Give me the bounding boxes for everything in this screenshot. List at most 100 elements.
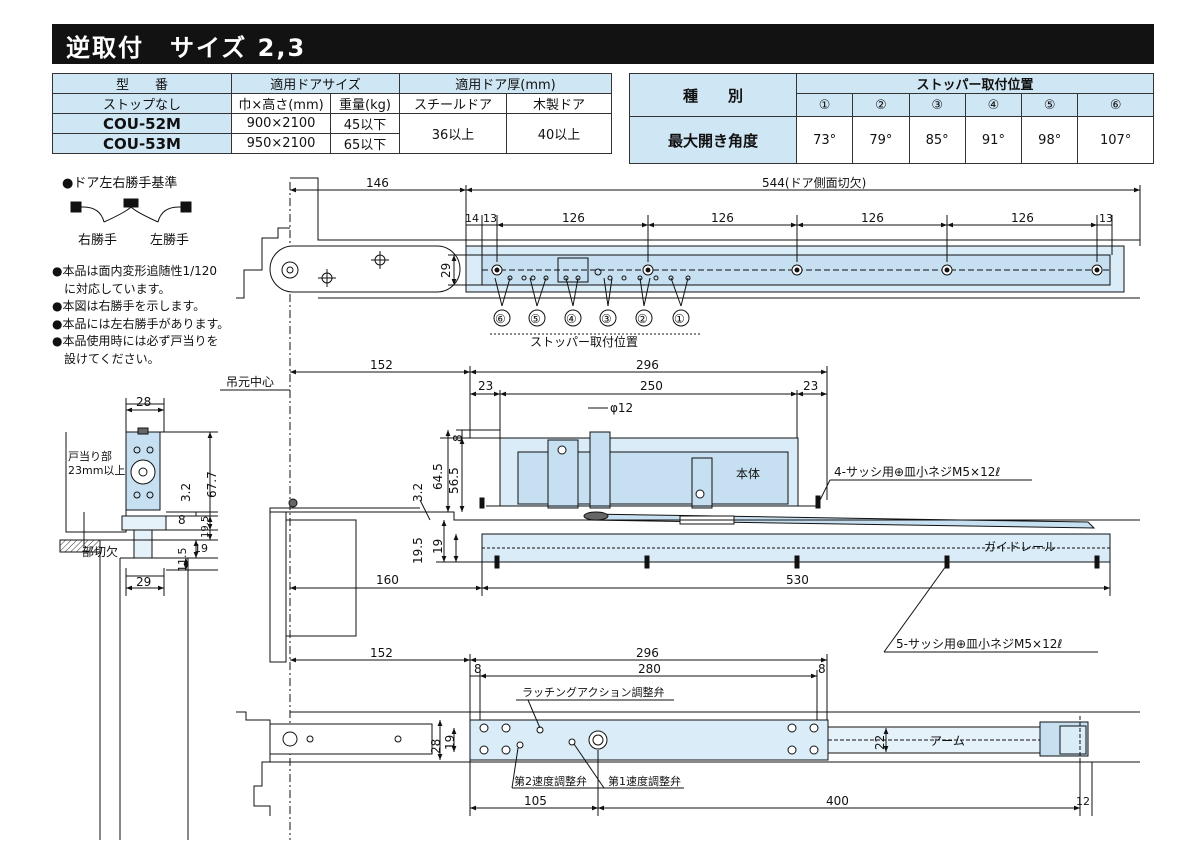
left-hand-label: 左勝手 [150,233,189,248]
speed1-valve-label: 第1速度調整弁 [608,774,681,788]
dim-8: 8 [474,662,482,676]
steel-cell: 36以上 [399,113,507,154]
angle-cell: 107° [1077,116,1154,164]
dim-19: 19 [443,735,457,750]
side-dim-8: 8 [178,513,186,527]
door-stop-label: 戸当り部 [68,449,112,463]
note-line: ●本品は面内変形追随性1/120 [52,264,218,278]
notes-block: ●本品は面内変形追随性1/120 に対応しています。 ●本図は右勝手を示します。… [52,263,229,368]
stopper-angle-table: 種 別 ストッパー取付位置 ① ② ③ ④ ⑤ ⑥ 最大開き角度 73° 79°… [629,73,1154,164]
body-label: 本体 [736,467,760,481]
th-steel: スチールドア [399,93,507,114]
dim-8: 8 [451,434,465,442]
max-angle-label: 最大開き角度 [629,116,797,164]
side-dim-67-7: 67.7 [205,471,219,498]
dim-296: 296 [636,358,659,372]
pos-cell: ⑤ [1021,93,1079,117]
dim-3-2: 3.2 [411,483,425,502]
dim-296: 296 [636,646,659,660]
dim-29: 29 [439,263,453,278]
note-line: に対応しています。 [52,281,171,296]
hand-title: ●ドア左右勝手基準 [62,176,178,191]
weight-cell: 65以下 [330,133,400,154]
side-dim-28: 28 [136,395,151,409]
stop-num: ③ [601,312,612,326]
dim-105: 105 [524,794,547,808]
dim-22: 22 [873,735,887,750]
stop-num: ⑤ [530,312,541,326]
side-dim-29: 29 [136,575,151,589]
hand-diagram [70,198,192,223]
stop-num: ① [674,312,685,326]
pos-cell: ③ [908,93,966,117]
pos-cell: ① [795,93,854,117]
angle-cell: 73° [795,116,854,164]
pos-cell: ⑥ [1077,93,1154,117]
th-door-size: 適用ドアサイズ [231,73,400,94]
dim-64-5: 64.5 [431,463,445,490]
model-cell: COU-52M [52,113,232,134]
th-stop: ストップなし [52,93,232,114]
dim-23: 23 [803,379,818,393]
angle-cell: 85° [908,116,966,164]
speed2-valve-label: 第2速度調整弁 [514,774,587,788]
side-dim-19: 19 [194,542,208,555]
dim-8: 8 [818,662,826,676]
dim-126: 126 [861,211,884,225]
wood-cell: 40以上 [506,113,612,154]
stop-num: ⑥ [495,312,506,326]
front-view [220,366,1140,663]
dim-126: 126 [562,211,585,225]
size-cell: 950×2100 [231,133,331,154]
guide-rail-label: ガイドレール [984,540,1056,554]
dim-250: 250 [640,379,663,393]
title-bar: 逆取付 サイズ 2,3 [52,24,1154,64]
pivot-label: 吊元中心 [226,374,274,389]
th-weight: 重量(kg) [330,93,400,114]
dim-12: 12 [1076,795,1090,808]
dim-530: 530 [786,573,809,587]
side-detail-view [59,398,218,840]
stop-num: ② [637,312,648,326]
pos-cell: ④ [964,93,1023,117]
top-view [236,177,1141,335]
screw5-label: 5-サッシ用⊕皿小ネジM5×12ℓ [896,637,1062,651]
note-line: ●本品使用時には必ず戸当りを [52,334,219,348]
side-dim-11-5: 11.5 [176,548,189,573]
dim-19: 19 [431,539,445,554]
dim-19-5: 19.5 [411,537,425,564]
side-dim-3-2: 3.2 [179,483,193,502]
dim-phi12: φ12 [610,401,633,415]
bottom-view [236,654,1140,816]
page-title: 逆取付 サイズ 2,3 [66,34,307,62]
note-line: ●本図は右勝手を示します。 [52,299,206,313]
notch-label: 部切欠 [82,544,118,559]
dim-152: 152 [370,646,393,660]
dim-126: 126 [1011,211,1034,225]
angle-cell: 91° [964,116,1023,164]
note-line: ●本品には左右勝手があります。 [52,316,230,331]
arm-label: アーム [930,734,965,748]
dim-400: 400 [826,794,849,808]
th-stop-pos: ストッパー取付位置 [796,73,1154,94]
dim-13b: 13 [1099,212,1113,225]
side-dim-19-5: 19.5 [200,516,211,538]
screw4-label: 4-サッシ用⊕皿小ネジM5×12ℓ [834,465,1000,479]
dim-126: 126 [711,211,734,225]
angle-cell: 79° [852,116,910,164]
size-cell: 900×2100 [231,113,331,134]
dim-56-5: 56.5 [447,467,461,494]
dim-280: 280 [638,662,661,676]
latch-valve-label: ラッチングアクション調整弁 [522,685,664,699]
th-kind: 種 別 [629,73,797,117]
stop-num: ④ [566,312,577,326]
dim-160: 160 [376,573,399,587]
dim-544: 544(ドア側面切欠) [762,175,866,190]
door-stop-label-2: 23mm以上 [68,464,125,477]
dim-13a: 13 [483,212,497,225]
dim-14: 14 [465,212,479,225]
model-spec-table: 型 番 適用ドアサイズ 適用ドア厚(mm) ストップなし 巾×高さ(mm) 重量… [52,73,612,154]
angle-cell: 98° [1021,116,1079,164]
dim-23: 23 [478,379,493,393]
